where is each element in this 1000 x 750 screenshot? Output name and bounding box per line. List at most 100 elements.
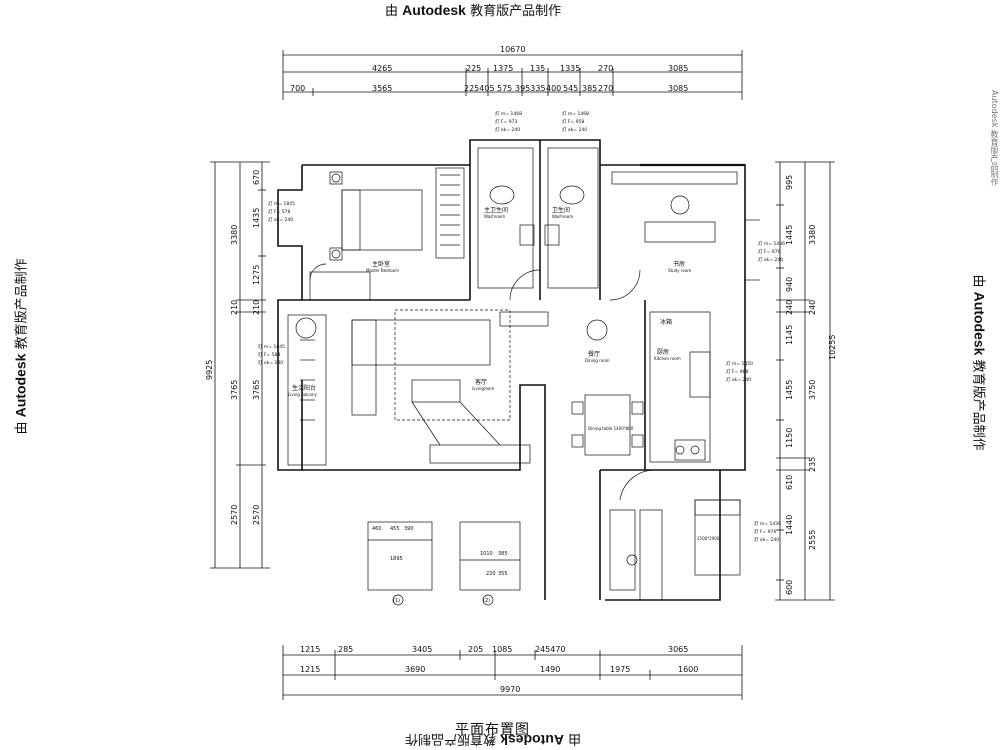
dim-right2-10: 600 [785, 580, 794, 595]
room-master-bedroom: 主卧室 [372, 260, 390, 268]
spec-bed2-2: 灯 F= 976 [754, 528, 776, 535]
dim-right2-8: 610 [785, 475, 794, 490]
spec-wash1-2: 灯 F= 973 [495, 118, 517, 125]
detail2-dim-2: 385 [498, 551, 508, 557]
detail1-dim-2: 455 [390, 526, 400, 532]
detail2-dim-4: 355 [498, 571, 508, 577]
dim-top2-7: 545 [563, 84, 578, 93]
dim-top-6: 270 [598, 64, 613, 73]
dim-bot2-2: 3690 [405, 665, 425, 674]
spec-balcony-3: 灯 ok= 240 [258, 359, 283, 366]
dim-bot-2: 285 [338, 645, 353, 654]
dim-left2-6: 2570 [252, 505, 261, 525]
dim-left-2: 210 [230, 300, 239, 315]
dim-right2-4: 240 [785, 300, 794, 315]
spec-balcony-1: 灯 m= 1845 [258, 343, 285, 350]
room-master-washroom: 主卫生间 [484, 206, 508, 214]
dim-top-5: 1335 [560, 64, 580, 73]
detail1-dim-1: 460 [372, 526, 382, 532]
dim-top-4: 135 [530, 64, 545, 73]
dim-left2-2: 1435 [252, 208, 261, 228]
dim-top2-1: 700 [290, 84, 305, 93]
dim-bot-5: 1085 [492, 645, 512, 654]
dim-bot-3: 3405 [412, 645, 432, 654]
dim-right-1: 3380 [808, 225, 817, 245]
dim-right2-5: 1145 [785, 325, 794, 345]
edge-watermark: Autodesk 教育版产品制作 [990, 90, 999, 186]
dim-top2-5: 395335 [515, 84, 546, 93]
dining-table-label: Dining table 1400*800 [588, 426, 634, 431]
dim-bot2-5: 1600 [678, 665, 698, 674]
dim-left-total: 9925 [205, 360, 214, 380]
spec-study-2: 灯 F= 976 [758, 248, 780, 255]
detail1-dim-4: 1895 [390, 556, 403, 562]
dim-top2-6: 400 [546, 84, 561, 93]
spec-master-2: 灯 F= 578 [268, 208, 290, 215]
dim-bot2-1: 1215 [300, 665, 320, 674]
spec-bed2-3: 灯 ok= 240 [754, 536, 779, 543]
room-kitchen-en: Kitchen room [654, 356, 681, 361]
room-master-bedroom-en: Master Bedroom [366, 268, 399, 273]
room-kitchen: 厨房 [657, 348, 669, 356]
dim-left2-4: 210 [252, 300, 261, 315]
dim-bot-1: 1215 [300, 645, 320, 654]
dim-right2-9: 1440 [785, 515, 794, 535]
room-living: 客厅 [475, 378, 487, 386]
watermark-top: 由 Autodesk 教育版产品制作 [385, 0, 561, 19]
dim-top2-8: 385 [582, 84, 597, 93]
dim-bot-6: 245470 [535, 645, 566, 654]
spec-kitchen-1: 灯 m= 1450 [726, 360, 753, 367]
dim-left2-1: 670 [252, 170, 261, 185]
dim-top-7: 3085 [668, 64, 688, 73]
dim-right-4: 235 [808, 457, 817, 472]
dim-right2-1: 995 [785, 175, 794, 190]
spec-kitchen-2: 灯 F= 968 [726, 368, 748, 375]
dim-right-5: 2555 [808, 530, 817, 550]
room-study-en: Study room [668, 268, 691, 273]
dim-top2-3: 225405 [464, 84, 495, 93]
dim-right2-2: 1445 [785, 225, 794, 245]
watermark-suffix: 教育版产品制作 [470, 4, 562, 19]
room-dining-en: Dining room [585, 358, 610, 363]
spec-master-3: 灯 ok= 240 [268, 216, 293, 223]
dim-right-3: 3750 [808, 380, 817, 400]
room-study: 书房 [673, 260, 685, 268]
spec-kitchen-3: 灯 ok= 240 [726, 376, 751, 383]
dim-right-2: 240 [808, 300, 817, 315]
dim-bot2-4: 1975 [610, 665, 630, 674]
detail2-dim-1: 1010 [480, 551, 493, 557]
dim-top-total: 10670 [500, 45, 525, 54]
dim-top2-9: 270 [598, 84, 613, 93]
drawing-caption: 平面布置图 [455, 722, 530, 738]
room-living-en: Livingroom [472, 386, 494, 391]
dim-left2-5: 3765 [252, 380, 261, 400]
dim-top-2: 225 [466, 64, 481, 73]
dim-top2-2: 3565 [372, 84, 392, 93]
dim-bot-total: 9970 [500, 685, 520, 694]
spec-wash2-3: 灯 ok= 240 [562, 126, 587, 133]
dim-right2-3: 940 [785, 277, 794, 292]
spec-wash1-3: 灯 ok= 240 [495, 126, 520, 133]
dim-left-3: 3765 [230, 380, 239, 400]
dim-top2-4: 575 [497, 84, 512, 93]
detail1-mark: (1) [393, 598, 400, 604]
dim-top-1: 4265 [372, 64, 392, 73]
dim-top2-10: 3085 [668, 84, 688, 93]
bed-size-label: 1500*2000 [697, 536, 720, 541]
dim-right-total: 10255 [828, 335, 837, 360]
watermark-prefix: 由 [385, 4, 399, 19]
spec-wash2-1: 灯 m= 1468 [562, 110, 589, 117]
room-washroom-en: Washroom [552, 214, 573, 219]
spec-study-3: 灯 ok= 240 [758, 256, 783, 263]
spec-study-1: 灯 m= 1436 [758, 240, 785, 247]
dim-bot2-3: 1490 [540, 665, 560, 674]
spec-bed2-1: 灯 m= 1430 [754, 520, 781, 527]
detail2-dim-3: 220 [486, 571, 496, 577]
dim-left-4: 2570 [230, 505, 239, 525]
room-dining: 餐厅 [588, 350, 600, 358]
detail2-mark: (2) [483, 598, 490, 604]
dim-bot-7: 3065 [668, 645, 688, 654]
detail1-dim-3: 390 [404, 526, 414, 532]
watermark-brand: Autodesk [402, 2, 466, 18]
